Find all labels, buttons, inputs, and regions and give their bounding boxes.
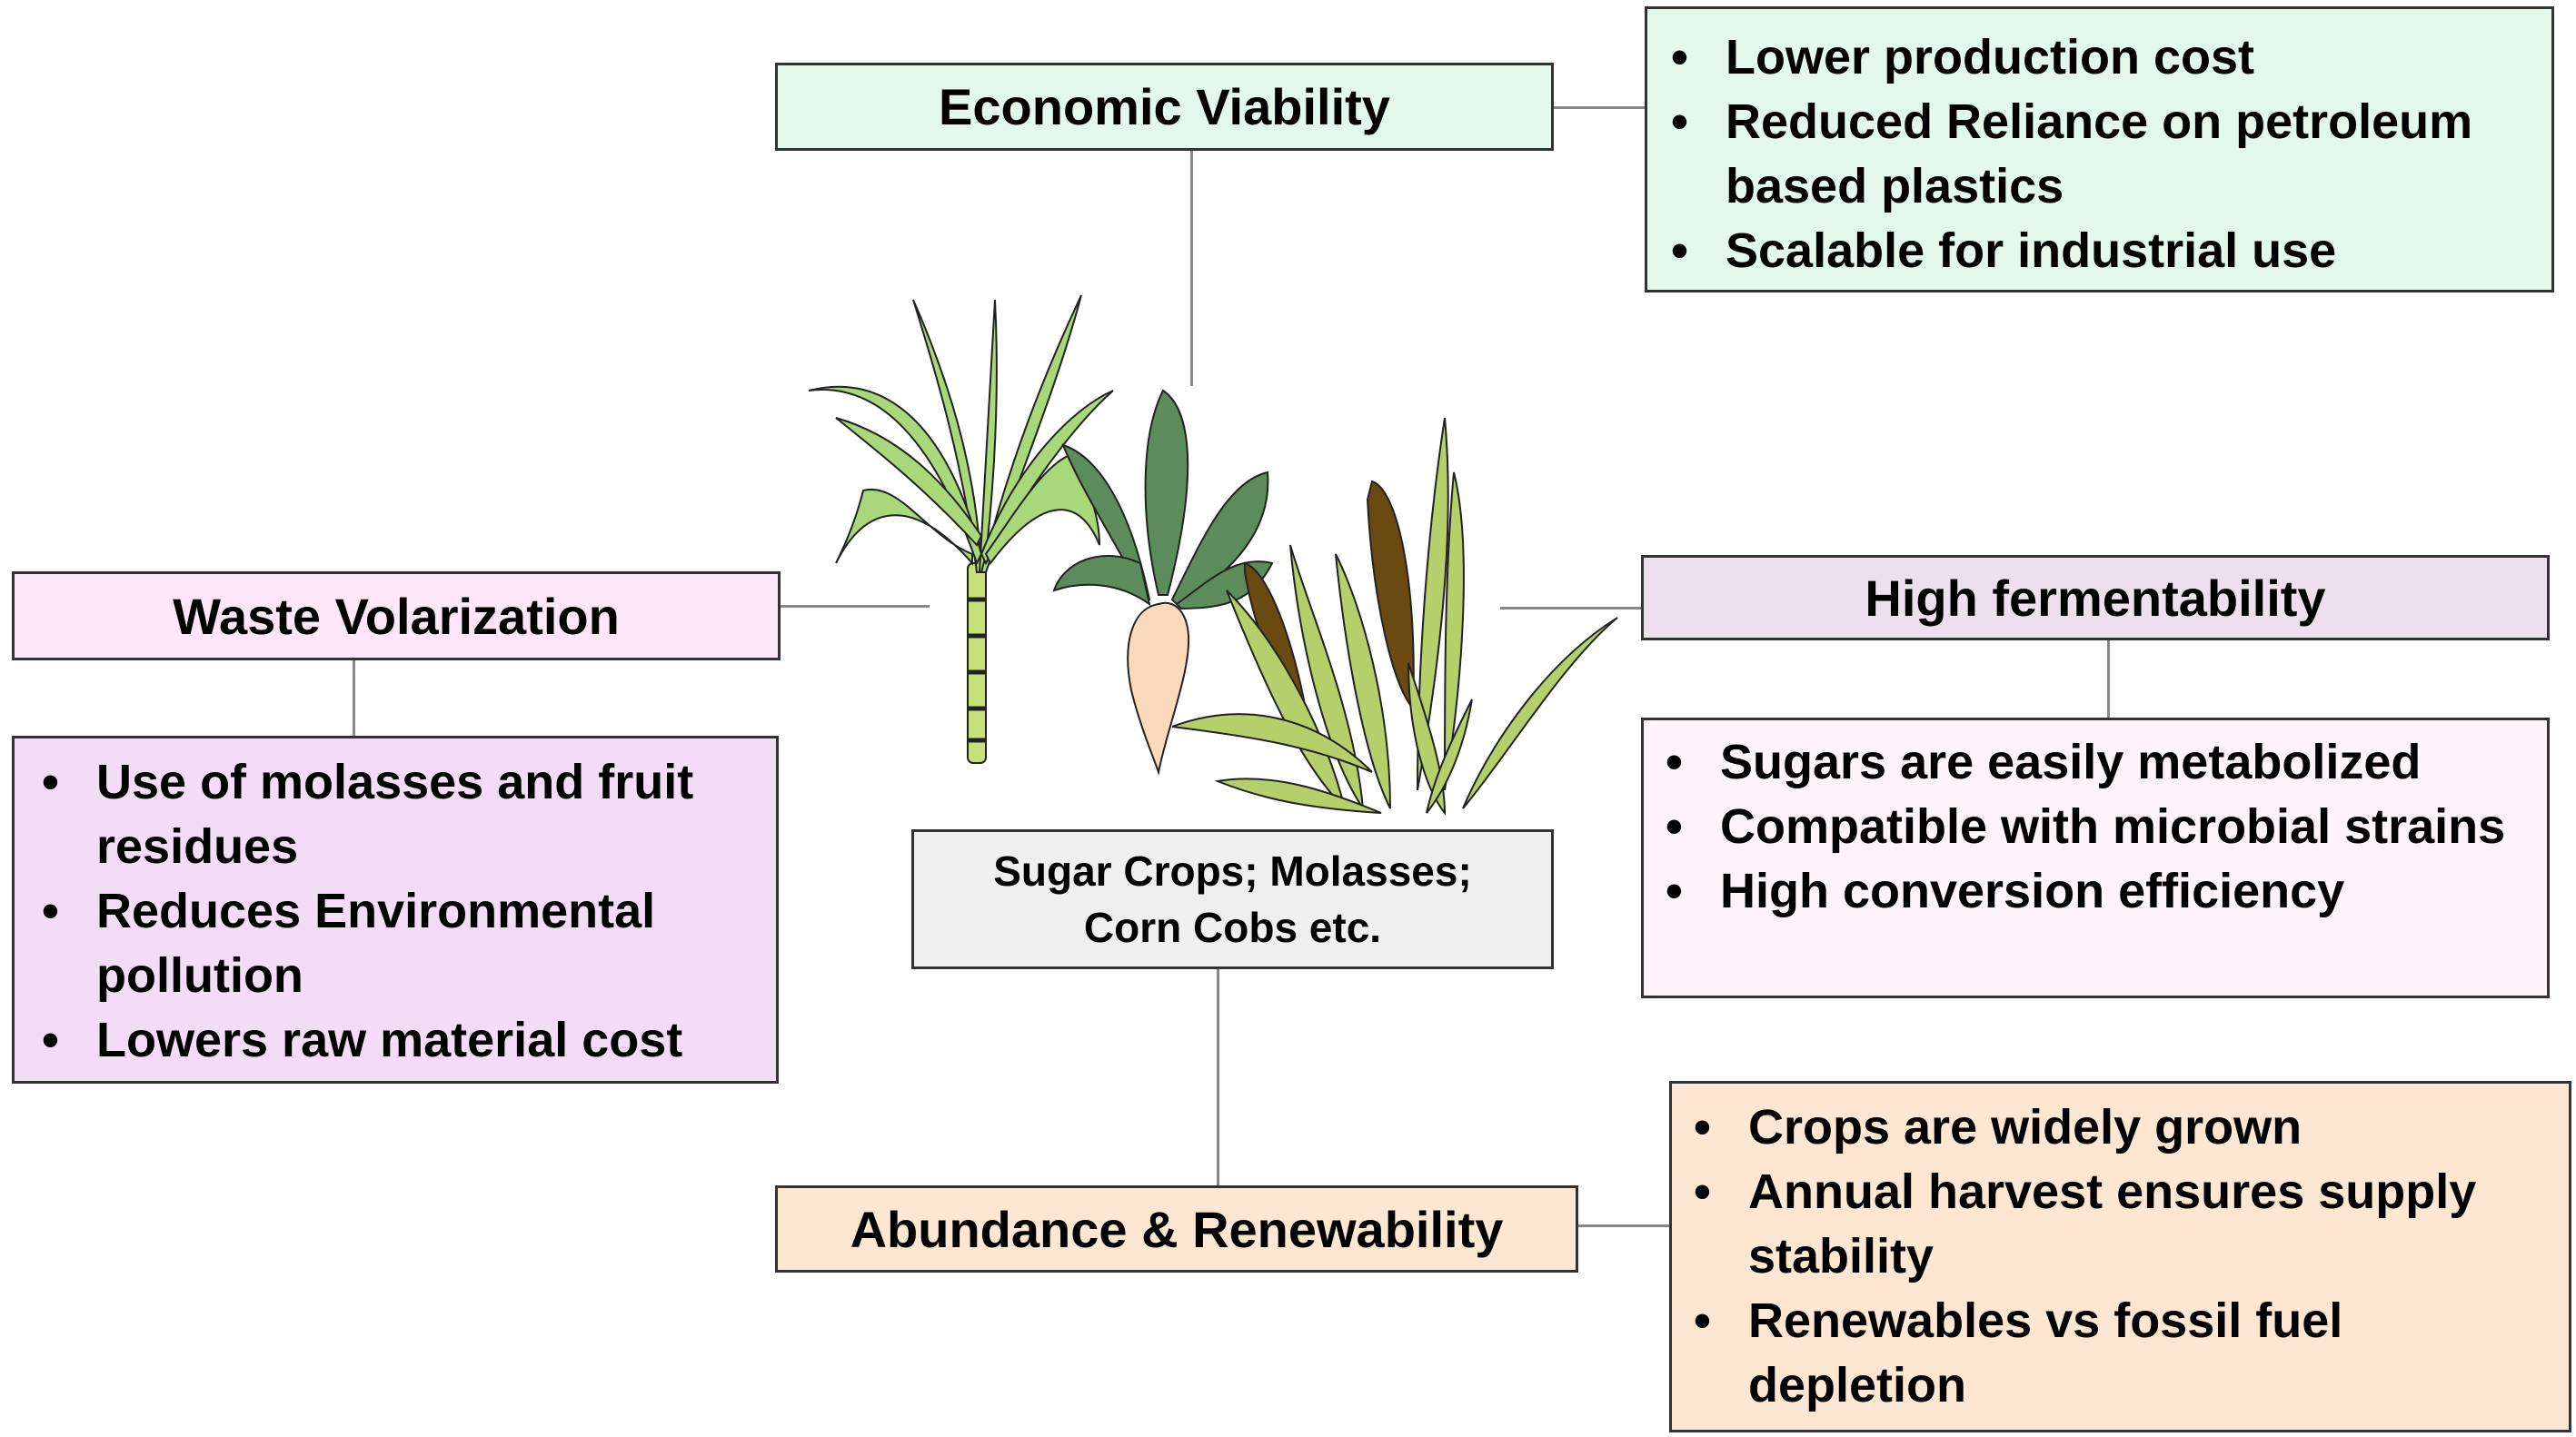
sugarcane-illustration xyxy=(808,294,1114,764)
connector-economic-vertical xyxy=(1190,151,1193,386)
feedstock-label: Sugar Crops; Molasses; Corn Cobs etc. xyxy=(993,847,1472,951)
abundance-renewability-bullets: Crops are widely grown Annual harvest en… xyxy=(1669,1081,2571,1432)
bullet-item: Scalable for industrial use xyxy=(1655,219,2551,283)
waste-volarization-label: Waste Volarization xyxy=(173,587,620,645)
bullet-item: Crops are widely grown xyxy=(1677,1095,2569,1160)
bullet-item: Reduces Environmental pollution xyxy=(25,879,776,1008)
corn-illustration xyxy=(1172,417,1618,816)
economic-viability-label: Economic Viability xyxy=(939,78,1390,135)
connector-economic-horizontal xyxy=(1554,106,1645,109)
bullet-item: Use of molasses and fruit residues xyxy=(25,750,776,879)
feedstock-label-box: Sugar Crops; Molasses; Corn Cobs etc. xyxy=(911,829,1554,969)
bullet-item: Compatible with microbial strains xyxy=(1649,795,2547,859)
high-fermentability-bullets: Sugars are easily metabolized Compatible… xyxy=(1641,718,2550,998)
connector-fermentability-horizontal xyxy=(1500,607,1641,609)
bullet-item: High conversion efficiency xyxy=(1649,859,2547,924)
economic-viability-bullets: Lower production cost Reduced Reliance o… xyxy=(1645,6,2554,292)
bullet-item: Reduced Reliance on petroleum based plas… xyxy=(1655,90,2551,219)
high-fermentability-label: High fermentability xyxy=(1865,569,2326,627)
bullet-item: Sugars are easily metabolized xyxy=(1649,730,2547,795)
connector-fermentability-vertical xyxy=(2107,640,2110,718)
economic-viability-title: Economic Viability xyxy=(775,63,1554,151)
connector-waste-horizontal xyxy=(781,605,930,608)
waste-volarization-title: Waste Volarization xyxy=(12,571,781,660)
bullet-item: Renewables vs fossil fuel depletion xyxy=(1677,1289,2569,1418)
bullet-item: Lower production cost xyxy=(1655,25,2551,90)
abundance-renewability-label: Abundance & Renewability xyxy=(850,1200,1504,1258)
high-fermentability-title: High fermentability xyxy=(1641,555,2550,640)
connector-center-vertical xyxy=(1217,969,1219,1185)
connector-abundance-horizontal xyxy=(1578,1224,1669,1227)
bullet-item: Annual harvest ensures supply stability xyxy=(1677,1160,2569,1289)
abundance-renewability-title: Abundance & Renewability xyxy=(775,1185,1578,1273)
waste-volarization-bullets: Use of molasses and fruit residues Reduc… xyxy=(12,736,779,1084)
connector-waste-vertical xyxy=(353,660,355,736)
bullet-item: Lowers raw material cost xyxy=(25,1008,776,1073)
